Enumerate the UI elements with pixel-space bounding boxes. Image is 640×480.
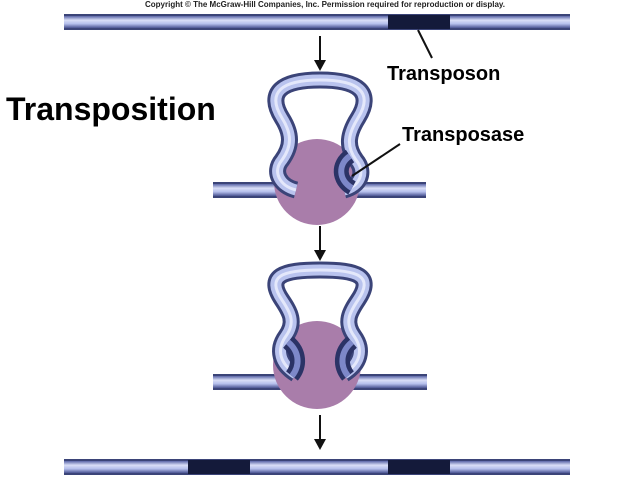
step-1-linear-dna: Transposon (64, 14, 570, 85)
arrow-step-2-to-3 (314, 226, 326, 261)
step-3-transposon-excised (213, 261, 427, 409)
copyright-notice: Copyright © The McGraw-Hill Companies, I… (145, 0, 505, 9)
transposon-segment-original (388, 460, 450, 474)
arrow-step-3-to-4 (314, 415, 326, 450)
transposon-pointer (417, 29, 433, 59)
transposon-segment (388, 15, 450, 29)
diagram-title: Transposition (6, 91, 216, 127)
arrow-step-1-to-2 (314, 36, 326, 71)
step-4-new-insertion (64, 459, 570, 475)
transposon-label: Transposon (387, 63, 500, 85)
step-2-transposase-bound: Transposase (213, 71, 524, 225)
transposase-pointer (351, 143, 401, 177)
transposon-segment-new (188, 460, 250, 474)
transposase-label: Transposase (402, 124, 524, 146)
